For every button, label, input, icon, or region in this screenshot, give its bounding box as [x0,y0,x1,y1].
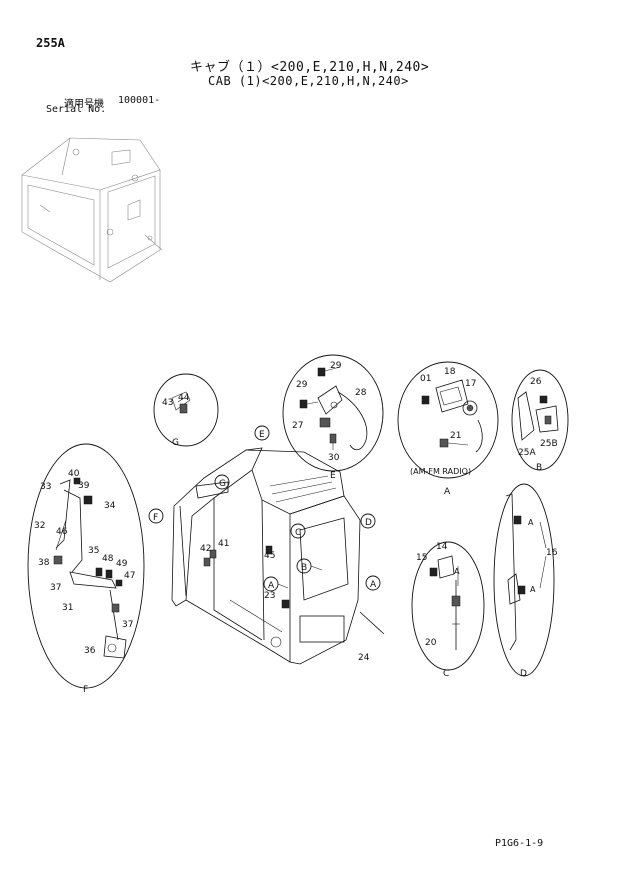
main-cab-frame: 42 41 45 23 24 E G F D C B A A [148,425,385,665]
detail-label-d: D [520,669,527,679]
page-code: 255A [36,36,65,50]
part-18: 18 [444,367,456,377]
cab-overview-sketch [21,137,163,283]
part-21: 21 [450,431,461,441]
callout-a-in-c: A [454,567,460,576]
part-01: 01 [420,374,431,384]
part-41: 41 [218,539,229,549]
part-40: 40 [68,469,80,479]
part-26: 26 [530,377,542,387]
part-47: 47 [124,571,135,581]
part-28: 28 [355,388,367,398]
part-36: 36 [84,646,96,656]
part-23: 23 [264,591,275,601]
part-25b: 25B [540,439,558,449]
part-29-left: 29 [296,380,308,390]
callout-g: G [219,479,226,489]
detail-a-radio: 01 18 17 21 (AM-FM RADIO) A [397,361,499,497]
part-37-right: 37 [122,620,133,630]
detail-d: A A 16 D [493,483,558,679]
callout-a-lower: A [268,581,275,591]
part-14: 14 [436,542,448,552]
part-27: 27 [292,421,303,431]
callout-e: E [259,430,265,440]
serial-number: 100001- [118,95,161,106]
callout-a-in-d-bottom: A [530,585,536,594]
detail-f: 40 33 39 34 32 46 38 35 48 49 47 37 31 3… [27,443,145,695]
detail-label-b: B [536,463,542,473]
callout-d: D [365,518,372,528]
part-37-left: 37 [50,583,61,593]
title-english: CAB (1)<200,E,210,H,N,240> [208,74,409,88]
part-15: 15 [416,553,427,563]
part-34: 34 [104,501,116,511]
part-25a: 25A [518,448,536,458]
part-38: 38 [38,558,50,568]
detail-c: A 15 14 20 C [411,541,485,679]
detail-label-e: E [330,471,336,481]
detail-label-g: G [172,438,179,448]
part-48: 48 [102,554,114,564]
radio-caption: (AM-FM RADIO) [410,467,471,476]
detail-label-f: F [83,685,88,695]
part-20: 20 [425,638,437,648]
part-29-top: 29 [330,361,342,371]
part-32: 32 [34,521,45,531]
part-31: 31 [62,603,73,613]
serial-label-japanese: 適用号機 [64,99,104,110]
part-24: 24 [358,653,370,663]
part-42: 42 [200,544,211,554]
part-33: 33 [40,482,51,492]
part-49: 49 [116,559,128,569]
part-39: 39 [78,481,90,491]
detail-label-c: C [443,669,449,679]
callout-b: B [301,563,307,573]
part-45: 45 [264,551,275,561]
detail-e: 29 29 28 27 30 E [282,354,384,481]
callout-a-in-d-top: A [528,518,534,527]
part-30: 30 [328,453,340,463]
callout-a: A [370,580,377,590]
drawing-code: P1G6-1-9 [495,838,544,849]
detail-b: 26 25B 25A B [511,369,569,473]
detail-g: 43 44 G [153,373,219,448]
serial-label-english: Serial No. [46,104,107,115]
part-16: 16 [546,548,558,558]
callout-f: F [153,513,158,523]
title-japanese: キャブ（１）<200,E,210,H,N,240> [190,60,430,75]
part-44: 44 [178,393,190,403]
callout-c: C [295,528,301,538]
part-17: 17 [465,379,476,389]
part-46: 46 [56,527,68,537]
part-43: 43 [162,398,173,408]
detail-label-a-radio: A [444,487,451,497]
part-35: 35 [88,546,99,556]
